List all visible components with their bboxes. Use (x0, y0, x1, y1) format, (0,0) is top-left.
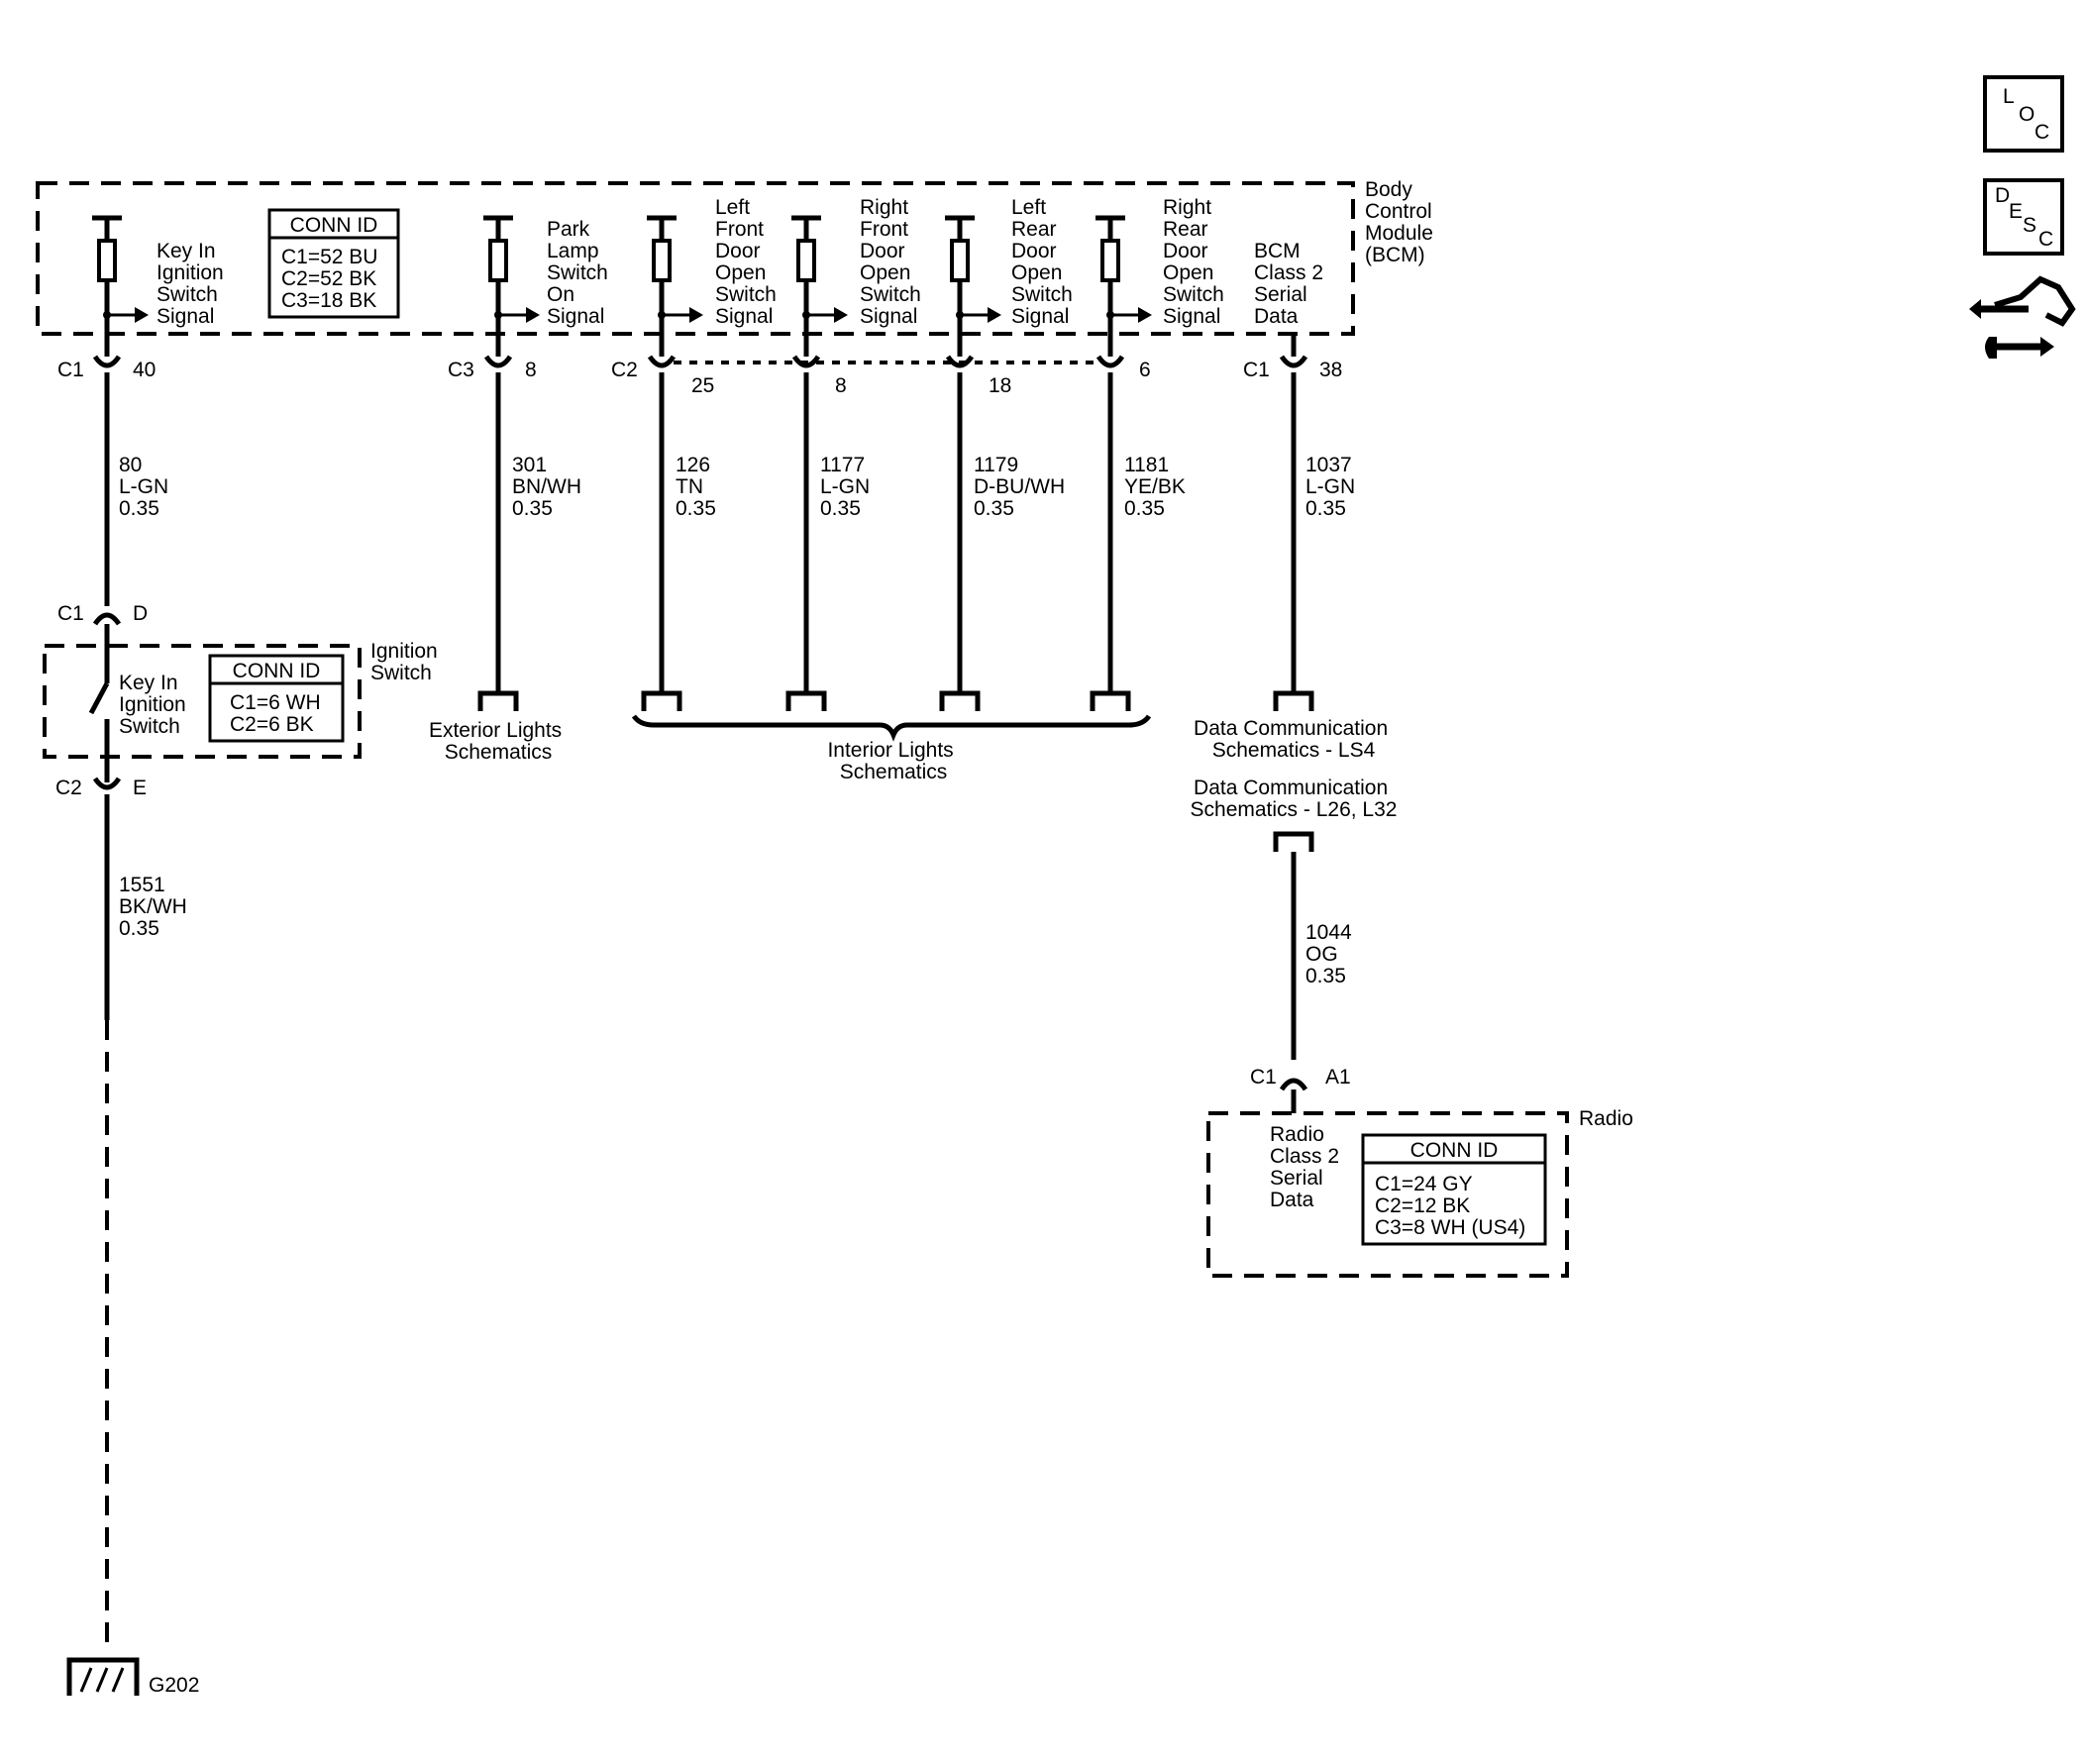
radio-signal-label: Radio Class 2 Serial Data (1270, 1123, 1345, 1211)
conn-id-header: CONN ID (1410, 1139, 1499, 1162)
svg-text:D: D (1995, 184, 2010, 207)
pin-label: 18 (989, 374, 1011, 397)
signal-label-lr-door: Left Rear Door Open Switch Signal (1011, 196, 1079, 328)
input-symbol (1095, 215, 1152, 357)
signal-label-key-in: Key In Ignition Switch Signal (156, 240, 230, 328)
conn-label: C2 (55, 777, 82, 799)
radio-conn-id-table: CONN ID C1=24 GY C2=12 BK C3=8 WH (US4) (1361, 1133, 1547, 1246)
input-symbol (791, 215, 848, 357)
conn-id-row: C2=12 BK (1375, 1194, 1470, 1217)
wire-label: 1177 L-GN 0.35 (820, 454, 876, 520)
ignition-switch: C1 D Ignition Switch Key In Ignition Swi… (43, 602, 444, 1697)
reference-data-comm-ls4: Data Communication Schematics - LS4 (1194, 717, 1394, 762)
wires (104, 372, 1297, 693)
conn-label: C2 (611, 359, 638, 381)
conn-id-row: C1=24 GY (1375, 1173, 1473, 1195)
navigation-hand-icon[interactable] (1969, 275, 2076, 359)
wire-label: 1037 L-GN 0.35 (1305, 454, 1361, 520)
pin-label: 8 (835, 374, 847, 397)
svg-text:O: O (2019, 103, 2034, 126)
svg-text:C: C (2034, 121, 2049, 144)
conn-label: C1 (1243, 359, 1270, 381)
signal-label-park-lamp: Park Lamp Switch On Signal (547, 218, 614, 328)
pin-label: 8 (525, 359, 537, 381)
pin-label: E (133, 777, 147, 799)
loc-icon[interactable]: L O C (1983, 75, 2064, 153)
input-symbol (483, 215, 540, 357)
conn-id-row: C2=6 BK (230, 713, 314, 736)
bcm-inputs (92, 215, 1297, 357)
reference-terminations (477, 690, 1314, 742)
svg-text:C: C (2038, 228, 2053, 251)
ignition-conn-id-table: CONN ID C1=6 WH C2=6 BK (208, 654, 345, 743)
signal-label-rr-door: Right Rear Door Open Switch Signal (1163, 196, 1230, 328)
pin-label: 6 (1139, 359, 1151, 381)
conn-label: C1 (57, 602, 84, 625)
bcm-connectors: C1 40 C3 8 C2 25 8 18 6 C1 38 (57, 355, 1342, 397)
conn-id-row: C1=52 BU (281, 246, 377, 268)
svg-text:L: L (2003, 85, 2015, 108)
ground-label: G202 (149, 1674, 199, 1697)
bcm-conn-id-table: CONN ID C1=52 BU C2=52 BK C3=18 BK (267, 208, 400, 319)
pin-label: 25 (691, 374, 714, 397)
reference-data-comm-l26: Data Communication Schematics - L26, L32 (1191, 777, 1398, 821)
bcm-outline (36, 181, 1355, 336)
signal-label-lf-door: Left Front Door Open Switch Signal (715, 196, 782, 328)
wire-label: 301 BN/WH 0.35 (512, 454, 587, 520)
conn-label: C3 (448, 359, 474, 381)
input-symbol (647, 215, 703, 357)
wire-label: 126 TN 0.35 (676, 454, 716, 520)
conn-id-row: C3=18 BK (281, 289, 376, 312)
wire-labels: 80 L-GN 0.35 301 BN/WH 0.35 126 TN 0.35 … (119, 454, 1361, 520)
radio-outline (1206, 1111, 1569, 1278)
pin-label: 40 (133, 359, 156, 381)
pin-label: D (133, 602, 148, 625)
wire-label: 1181 YE/BK 0.35 (1124, 454, 1192, 520)
wire-label: 80 L-GN 0.35 (119, 454, 174, 520)
conn-id-row: C3=8 WH (US4) (1375, 1216, 1525, 1239)
wire-label: 1551 BK/WH 0.35 (119, 874, 193, 940)
ignition-switch-outline (43, 644, 362, 759)
switch-label: Key In Ignition Switch (119, 672, 192, 738)
input-symbol (92, 215, 149, 357)
conn-id-row: C2=52 BK (281, 267, 376, 290)
wire-label: 1179 D-BU/WH 0.35 (974, 454, 1071, 520)
reference-interior-lights: Interior Lights Schematics (827, 739, 959, 783)
radio: 1044 OG 0.35 C1 A1 Radio Radio Class 2 S… (1206, 831, 1633, 1278)
pin-label: 38 (1319, 359, 1342, 381)
conn-label: C1 (57, 359, 84, 381)
signal-label-bcm-serial: BCM Class 2 Serial Data (1254, 240, 1329, 328)
ignition-switch-title: Ignition Switch (370, 640, 444, 684)
signal-label-rf-door: Right Front Door Open Switch Signal (860, 196, 927, 328)
wire-label: 1044 OG 0.35 (1305, 921, 1358, 987)
bcm-module: Body Control Module (BCM) CONN ID C1=52 … (36, 178, 1439, 336)
conn-id-header: CONN ID (290, 214, 378, 237)
pin-label: A1 (1325, 1066, 1351, 1089)
ground-icon (66, 1657, 140, 1696)
bcm-title: Body Control Module (BCM) (1365, 178, 1439, 266)
conn-label: C1 (1250, 1066, 1277, 1089)
reference-exterior-lights: Exterior Lights Schematics (429, 719, 568, 764)
desc-icon[interactable]: D E S C (1983, 178, 2064, 256)
svg-text:E: E (2009, 200, 2023, 223)
input-symbol (945, 215, 1001, 357)
radio-title: Radio (1579, 1107, 1633, 1130)
conn-id-row: C1=6 WH (230, 691, 321, 714)
conn-id-header: CONN ID (233, 660, 321, 682)
svg-text:S: S (2023, 214, 2036, 237)
